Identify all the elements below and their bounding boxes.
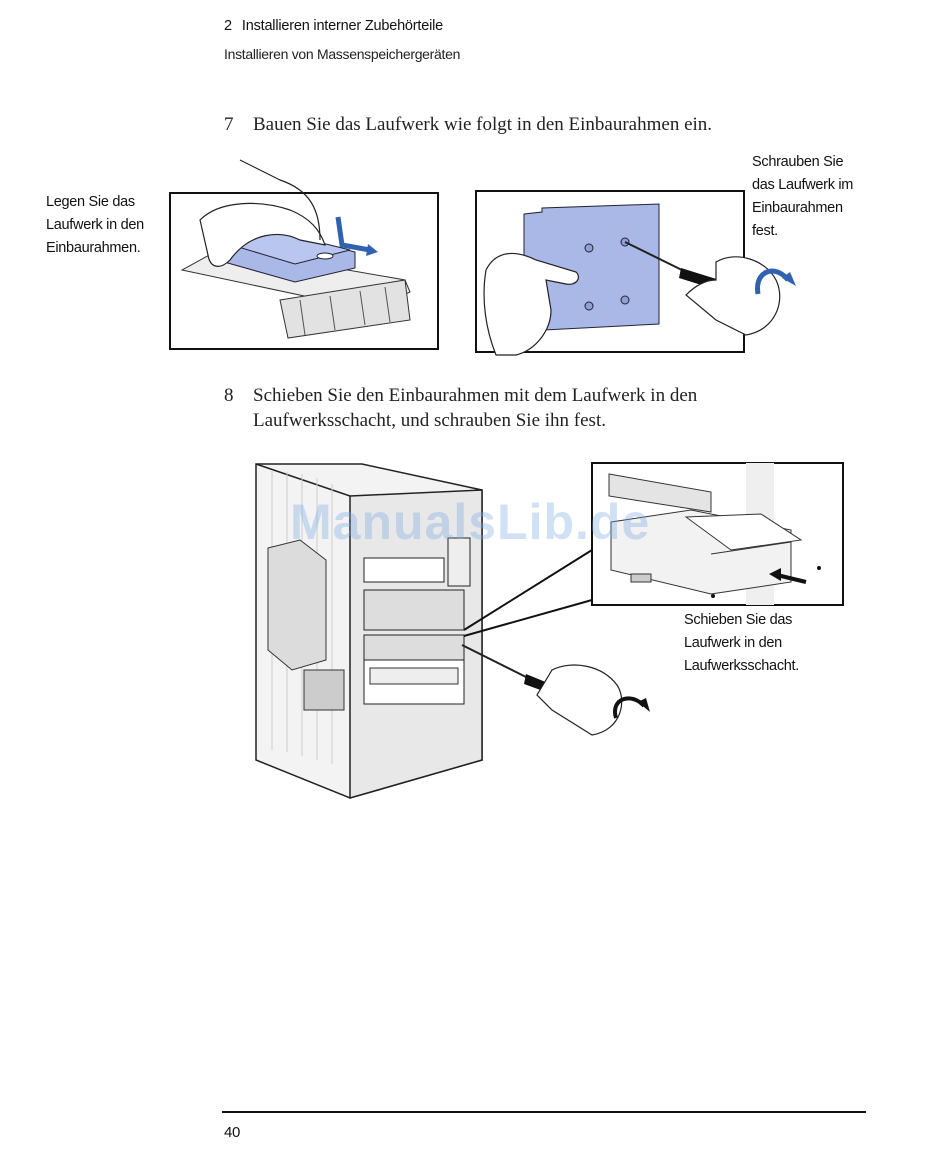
chapter-number: 2: [224, 18, 232, 34]
callout-line: Einbaurahmen.: [46, 240, 141, 256]
page-number: 40: [224, 1124, 241, 1141]
drive-into-tray-illustration: [169, 159, 439, 350]
callout-insert-drive: Legen Sie das Laufwerk in den Einbaurahm…: [46, 191, 144, 260]
callout-line: Schrauben Sie: [752, 154, 844, 170]
callout-line: Legen Sie das: [46, 194, 135, 210]
callout-line: Laufwerk in den: [46, 217, 144, 233]
footer-rule: [222, 1111, 866, 1113]
section-title: Installieren von Massenspeichergeräten: [224, 46, 461, 62]
callout-line: das Laufwerk im: [752, 177, 854, 193]
step-7: 7 Bauen Sie das Laufwerk wie folgt in de…: [224, 112, 824, 138]
callout-slide-tray: Schieben Sie das Laufwerk in den Laufwer…: [684, 609, 799, 678]
step-number: 8: [224, 385, 234, 406]
chapter-heading: 2 Installieren interner Zubehörteile: [224, 18, 443, 34]
callout-line: fest.: [752, 223, 778, 239]
step-text: Schieben Sie den Einbaurahmen mit dem La…: [253, 385, 698, 431]
step-8: 8 Schieben Sie den Einbaurahmen mit dem …: [224, 383, 824, 435]
slide-tray-inset-illustration: [591, 462, 844, 606]
chapter-title: Installieren interner Zubehörteile: [241, 18, 444, 34]
callout-line: Laufwerksschacht.: [684, 658, 799, 674]
callout-screw-drive: Schrauben Sie das Laufwerk im Einbaurahm…: [752, 151, 853, 243]
step-text: Bauen Sie das Laufwerk wie folgt in den …: [253, 114, 713, 135]
tower-chassis-illustration: [255, 463, 650, 799]
callout-line: Schieben Sie das: [684, 612, 793, 628]
callout-line: Einbaurahmen: [752, 200, 843, 216]
callout-line: Laufwerk in den: [684, 635, 782, 651]
screw-drive-illustration: [475, 190, 796, 356]
step-number: 7: [224, 114, 234, 135]
